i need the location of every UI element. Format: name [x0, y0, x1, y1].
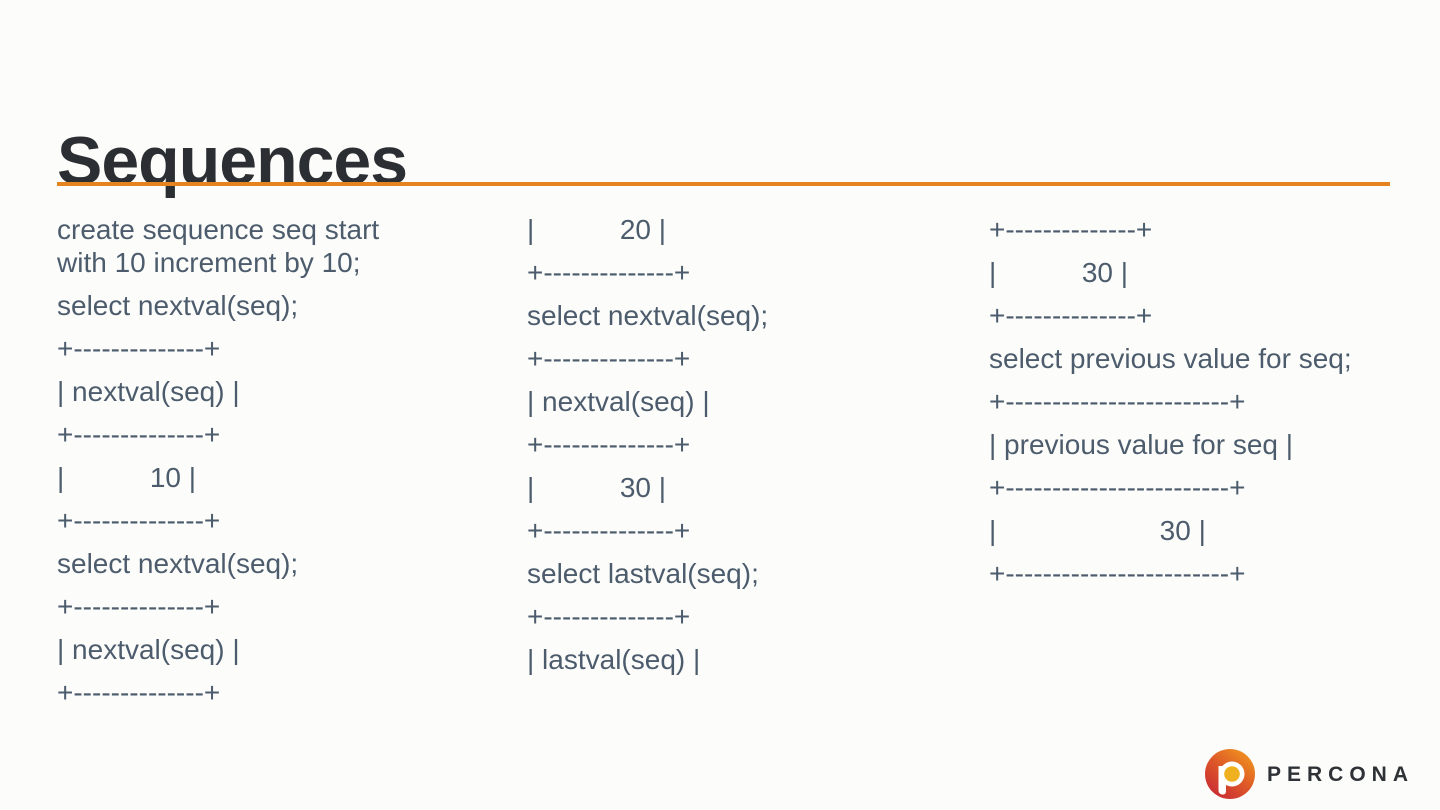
code-line: create sequence seq start with 10 increm… [57, 214, 387, 278]
code-line: | 30 | [989, 515, 1206, 546]
page-title: Sequences [57, 122, 408, 199]
code-line: select nextval(seq); [57, 290, 299, 321]
code-column-1: create sequence seq start with 10 increm… [57, 213, 422, 719]
code-line: | previous value for seq | [989, 429, 1294, 460]
code-line: +------------------------+ [989, 472, 1246, 503]
code-line: +--------------+ [57, 677, 221, 708]
code-line: | 10 | [57, 462, 197, 493]
code-line: +--------------+ [527, 257, 691, 288]
code-line: +--------------+ [527, 429, 691, 460]
code-line: | nextval(seq) | [57, 376, 240, 407]
code-line: +------------------------+ [989, 386, 1246, 417]
code-line: +--------------+ [57, 505, 221, 536]
code-line: +--------------+ [527, 515, 691, 546]
code-line: +--------------+ [57, 591, 221, 622]
slide-body: create sequence seq start with 10 increm… [57, 213, 1440, 810]
percona-logo-icon [1205, 749, 1255, 799]
code-column-2: | 20 | +--------------+ select nextval(seq… [527, 213, 892, 686]
code-line: select previous value for seq; [989, 343, 1352, 374]
accent-divider [57, 182, 1390, 186]
code-line: select lastval(seq); [527, 558, 759, 589]
code-column-3: +--------------+ | 30 | +--------------+ se… [989, 213, 1354, 600]
code-line: | nextval(seq) | [527, 386, 710, 417]
code-line: +--------------+ [527, 343, 691, 374]
code-line: | 20 | [527, 214, 667, 245]
code-line: | nextval(seq) | [57, 634, 240, 665]
code-line: +--------------+ [989, 300, 1153, 331]
code-line: | lastval(seq) | [527, 644, 701, 675]
code-line: select nextval(seq); [527, 300, 769, 331]
footer: PERCONA [1204, 748, 1414, 800]
code-line: | 30 | [989, 257, 1129, 288]
code-line: | 30 | [527, 472, 667, 503]
code-line: +--------------+ [57, 419, 221, 450]
code-line: +--------------+ [989, 214, 1153, 245]
code-line: +--------------+ [57, 333, 221, 364]
brand-wordmark: PERCONA [1267, 763, 1415, 786]
code-line: +------------------------+ [989, 558, 1246, 589]
code-line: +--------------+ [527, 601, 691, 632]
code-line: select nextval(seq); [57, 548, 299, 579]
